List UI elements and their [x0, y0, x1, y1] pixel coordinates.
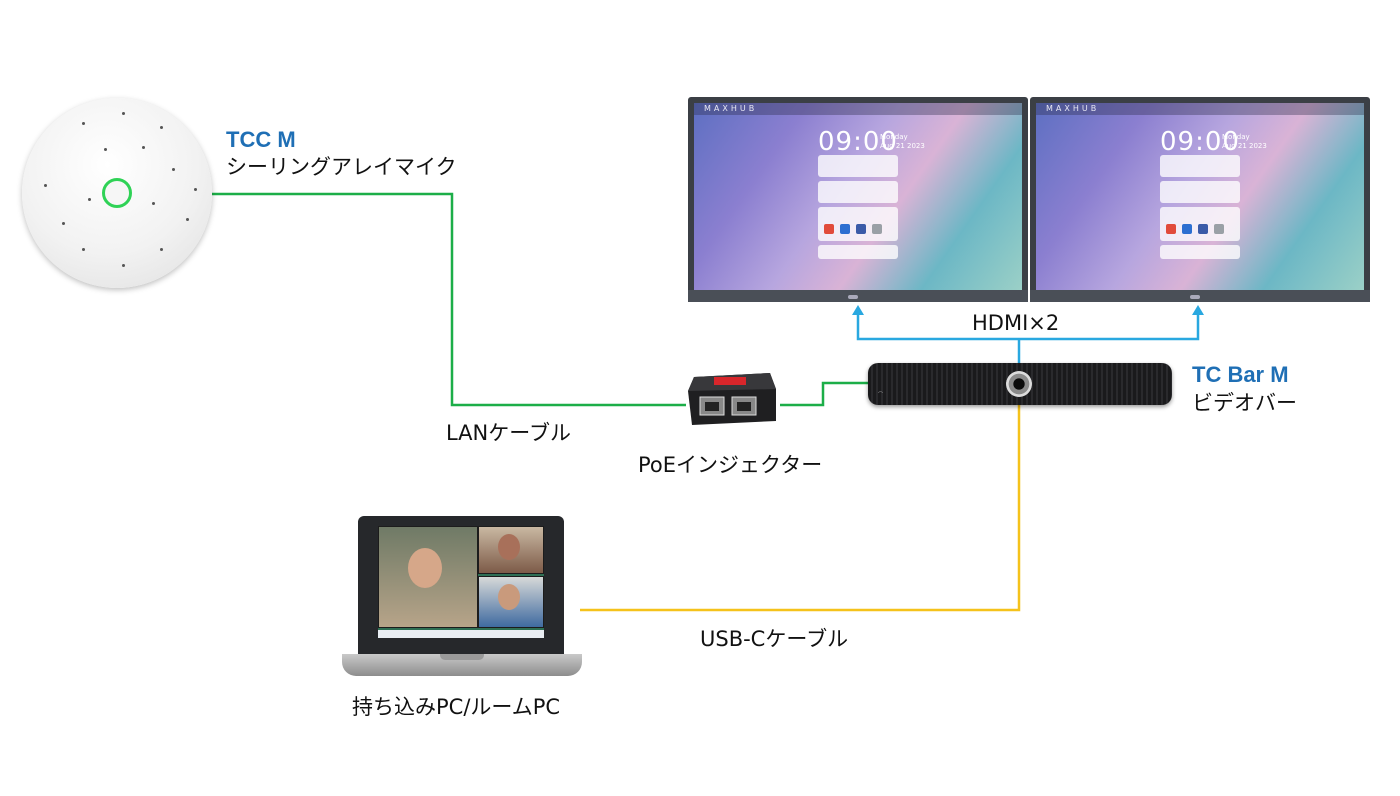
- display-brand: MAXHUB: [1046, 104, 1100, 113]
- display-clock: 09:00: [818, 127, 898, 157]
- video-bar-image: ⌒: [868, 363, 1172, 405]
- video-bar-logo: ⌒: [878, 392, 884, 398]
- camera-lens-icon: [1006, 371, 1032, 397]
- poe-injector-label: PoEインジェクター: [638, 453, 823, 477]
- display-brand: MAXHUB: [704, 104, 758, 113]
- video-bar-title: TC Bar M: [1192, 362, 1289, 387]
- hdmi-arrow-left: [852, 305, 864, 315]
- video-bar-subtitle: ビデオバー: [1192, 391, 1297, 415]
- hdmi-cable-label: HDMI×2: [972, 311, 1060, 335]
- lan-cable-line: [212, 192, 686, 407]
- poe-to-bar-line: [780, 381, 868, 407]
- usbc-cable-line: [580, 405, 1021, 612]
- display-clock: 09:00: [1160, 127, 1240, 157]
- poe-injector-image: [688, 373, 776, 425]
- usbc-cable-label: USB-Cケーブル: [700, 627, 849, 651]
- mic-status-ring-icon: [102, 178, 132, 208]
- ceiling-array-mic-image: [22, 98, 212, 288]
- mic-subtitle: シーリングアレイマイク: [226, 155, 457, 179]
- lan-cable-label: LANケーブル: [446, 421, 571, 445]
- hdmi-cable-line: [856, 311, 1200, 341]
- laptop-label: 持ち込みPC/ルームPC: [352, 695, 561, 719]
- mic-title: TCC M: [226, 127, 296, 152]
- laptop-image: [342, 514, 582, 684]
- hdmi-arrow-right: [1192, 305, 1204, 315]
